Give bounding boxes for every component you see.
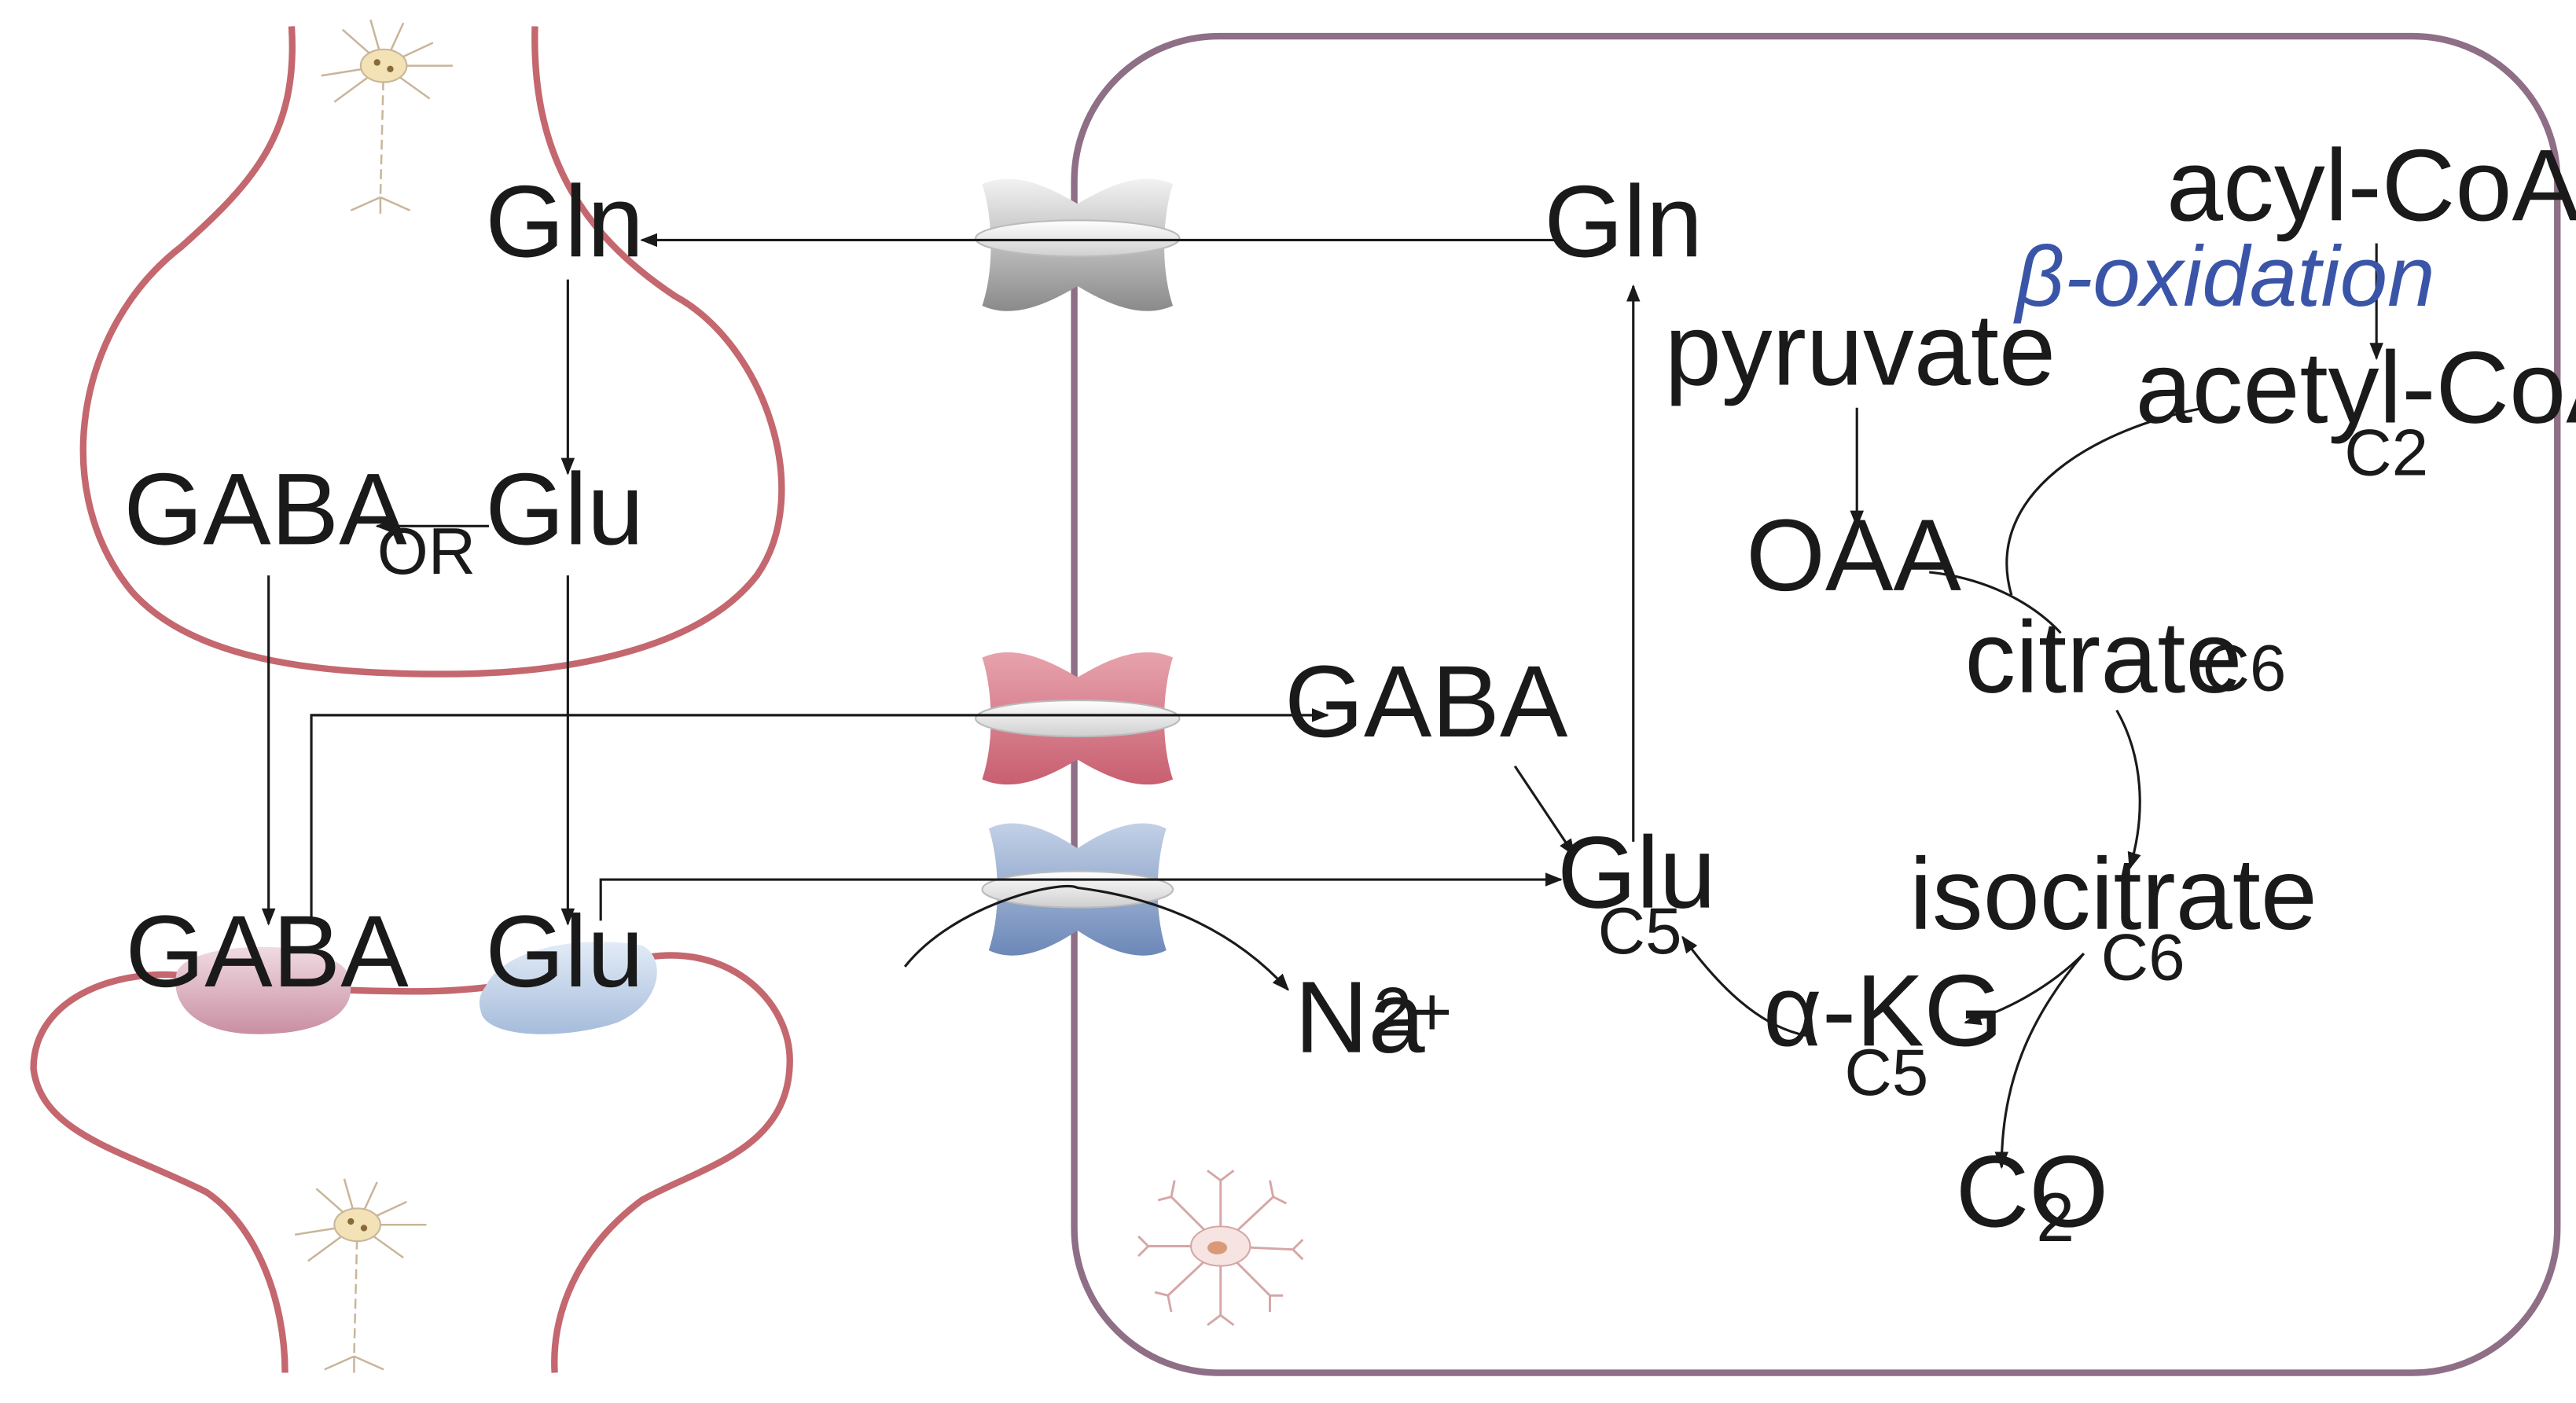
citrate-carbon: C6 [2202, 630, 2286, 704]
postsynaptic-membrane [30, 952, 793, 1373]
gaba-receptor [175, 946, 351, 1034]
or-label: OR [377, 514, 476, 588]
isocitrate-label: isocitrate [1909, 838, 2317, 951]
astrocyte-icon [1137, 1170, 1304, 1327]
alpha-kg-label: α-KG [1763, 954, 2004, 1067]
presynaptic-glu-label: Glu [485, 453, 644, 566]
arrow-oaa-to-citrate [1929, 571, 2062, 634]
astrocyte-gln-label: Gln [1544, 165, 1703, 278]
sodium-charge: 2+ [1373, 973, 1452, 1051]
neuron-icon [321, 19, 453, 214]
postsynaptic-gaba-label: GABA [125, 895, 409, 1008]
arrow-isocitrate-to-co2 [1994, 953, 2085, 1170]
astrocyte-glu-carbon: C5 [1598, 894, 1682, 968]
transported-gaba-label: GABA [1284, 645, 1568, 758]
glutamine-transporter [975, 178, 1181, 311]
glutamate-receptor [479, 942, 657, 1034]
arrow-akg-to-glu [1681, 935, 1808, 1038]
presynaptic-gaba-label: GABA [123, 453, 407, 566]
gaba-transporter [975, 652, 1181, 785]
arrow-isocitrate-to-akg [1964, 953, 2085, 1026]
arrow-gaba-uptake [310, 708, 1329, 921]
astrocyte-glu-label: Glu [1557, 817, 1716, 930]
neuron-icon [294, 1178, 427, 1373]
alpha-kg-carbon: C5 [1844, 1035, 1928, 1109]
arrow-acetyl-coa-to-citrate [2005, 406, 2206, 596]
acyl-coa-label: acyl-CoA [2166, 129, 2576, 242]
presynaptic-gln-label: Gln [485, 165, 644, 278]
arrow-gaba-to-glu [1513, 765, 1575, 857]
oaa-label: OAA [1746, 499, 1961, 612]
arrow-citrate-to-isocitrate [2115, 709, 2141, 870]
arrow-glu-uptake [599, 872, 1563, 921]
postsynaptic-glu-label: Glu [485, 895, 644, 1008]
arrow-sodium-cotransport [903, 884, 1289, 991]
beta-oxidation-label: β-oxidation [2013, 230, 2435, 325]
co2-label: CO [1956, 1135, 2109, 1248]
co2-subscript: 2 [2036, 1178, 2074, 1256]
isocitrate-carbon: C6 [2101, 920, 2185, 994]
acetyl-coa-carbon: C2 [2344, 415, 2428, 489]
pyruvate-label: pyruvate [1665, 293, 2056, 406]
acetyl-coa-label: acetyl-CoA [2136, 332, 2576, 445]
presynaptic-membrane [79, 26, 785, 678]
citrate-label: citrate [1964, 601, 2242, 714]
sodium-label: Na [1295, 961, 1426, 1074]
